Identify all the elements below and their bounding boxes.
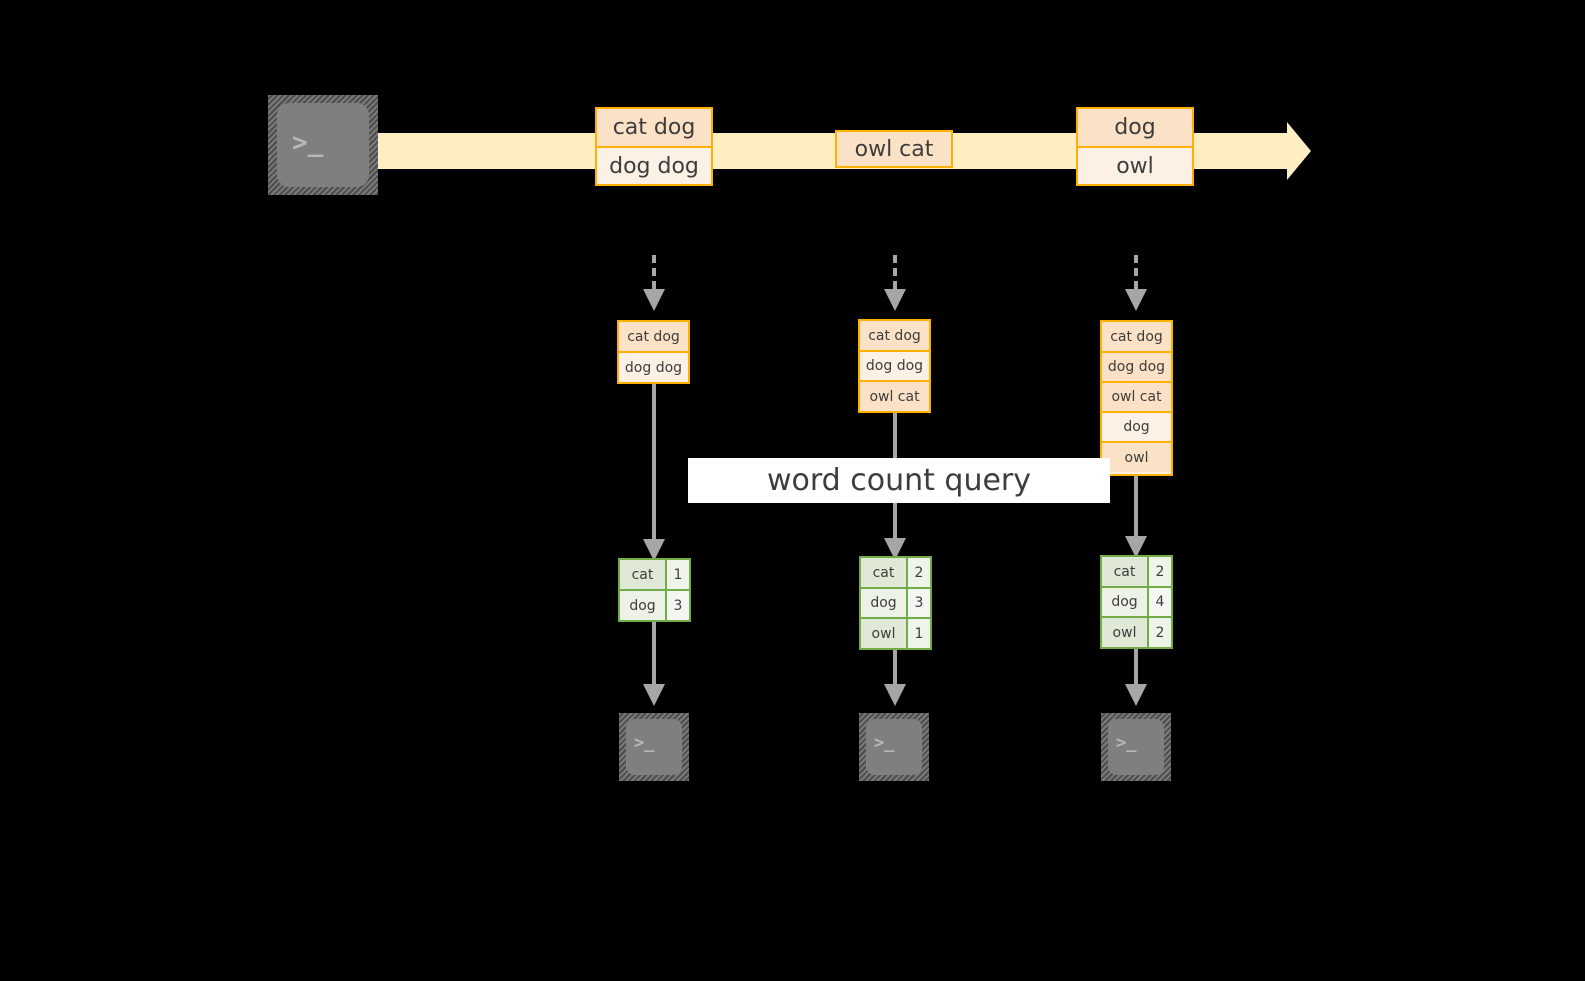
result-table-row: cat 2: [861, 558, 930, 587]
batch-to-table-connector: [1134, 255, 1138, 289]
stream-arrow-head: [1287, 122, 1311, 180]
input-table-row: cat dog: [619, 322, 688, 351]
sink-terminal-icon-3[interactable]: >_: [1101, 713, 1171, 781]
result-table-trigger-2[interactable]: cat 2 dog 3 owl 1: [859, 556, 932, 650]
input-table-trigger-3[interactable]: cat dog dog dog owl cat dog owl: [1100, 320, 1173, 476]
result-to-sink-connector: [652, 622, 656, 684]
result-table-row: owl 1: [861, 617, 930, 648]
result-to-sink-arrowhead: [884, 684, 906, 706]
stream-batch-3-line: dog: [1078, 109, 1192, 146]
result-word-cell: cat: [620, 560, 665, 589]
result-count-cell: 3: [906, 589, 930, 617]
batch-to-table-arrowhead: [643, 289, 665, 311]
stream-batch-3-line: owl: [1078, 146, 1192, 184]
terminal-prompt-glyph: >_: [874, 733, 895, 753]
result-table-row: cat 1: [620, 560, 689, 589]
result-count-cell: 2: [1147, 618, 1171, 647]
result-word-cell: owl: [861, 619, 906, 648]
input-to-result-connector: [652, 384, 656, 539]
terminal-prompt-glyph: >_: [634, 733, 655, 753]
batch-to-table-arrowhead: [884, 289, 906, 311]
result-table-trigger-3[interactable]: cat 2 dog 4 owl 2: [1100, 555, 1173, 649]
result-table-row: dog 3: [620, 589, 689, 620]
result-table-trigger-1[interactable]: cat 1 dog 3: [618, 558, 691, 622]
sink-terminal-icon-1[interactable]: >_: [619, 713, 689, 781]
stream-batch-2[interactable]: owl cat: [835, 130, 953, 168]
result-table-row: cat 2: [1102, 557, 1171, 586]
stream-batch-2-line: owl cat: [837, 132, 951, 166]
input-to-result-arrowhead: [1125, 536, 1147, 558]
input-table-row: owl: [1102, 441, 1171, 472]
stream-batch-3[interactable]: dog owl: [1076, 107, 1194, 186]
input-table-trigger-2[interactable]: cat dog dog dog owl cat: [858, 319, 931, 413]
input-table-trigger-1[interactable]: cat dog dog dog: [617, 320, 690, 384]
result-to-sink-connector: [1134, 649, 1138, 684]
result-table-row: dog 3: [861, 587, 930, 617]
input-to-result-arrowhead: [884, 538, 906, 560]
result-count-cell: 1: [665, 560, 689, 589]
input-table-row: dog: [1102, 411, 1171, 441]
query-label: word count query: [688, 458, 1110, 503]
input-to-result-arrowhead: [643, 539, 665, 561]
result-to-sink-connector: [893, 650, 897, 684]
result-word-cell: dog: [620, 591, 665, 620]
query-label-text: word count query: [766, 463, 1032, 498]
result-word-cell: dog: [1102, 588, 1147, 616]
result-word-cell: cat: [861, 558, 906, 587]
result-table-row: dog 4: [1102, 586, 1171, 616]
batch-to-table-connector: [893, 255, 897, 289]
stream-batch-1-line: dog dog: [597, 146, 711, 184]
result-count-cell: 2: [906, 558, 930, 587]
input-table-row: cat dog: [860, 321, 929, 350]
stream-batch-1-line: cat dog: [597, 109, 711, 146]
batch-to-table-arrowhead: [1125, 289, 1147, 311]
result-count-cell: 3: [665, 591, 689, 620]
input-to-result-connector: [1134, 476, 1138, 536]
input-table-row: dog dog: [860, 350, 929, 380]
result-word-cell: cat: [1102, 557, 1147, 586]
input-table-row: owl cat: [1102, 381, 1171, 411]
input-table-row: dog dog: [619, 351, 688, 382]
stream-batch-1[interactable]: cat dog dog dog: [595, 107, 713, 186]
input-table-row: owl cat: [860, 380, 929, 411]
terminal-prompt-glyph: >_: [1116, 733, 1137, 753]
result-to-sink-arrowhead: [643, 684, 665, 706]
result-word-cell: dog: [861, 589, 906, 617]
result-count-cell: 4: [1147, 588, 1171, 616]
result-count-cell: 1: [906, 619, 930, 648]
input-table-row: dog dog: [1102, 351, 1171, 381]
result-table-row: owl 2: [1102, 616, 1171, 647]
result-count-cell: 2: [1147, 557, 1171, 586]
result-to-sink-arrowhead: [1125, 684, 1147, 706]
terminal-prompt-glyph: >_: [292, 128, 324, 158]
sink-terminal-icon-2[interactable]: >_: [859, 713, 929, 781]
batch-to-table-connector: [652, 255, 656, 289]
input-table-row: cat dog: [1102, 322, 1171, 351]
source-terminal-icon[interactable]: >_: [268, 95, 378, 195]
result-word-cell: owl: [1102, 618, 1147, 647]
